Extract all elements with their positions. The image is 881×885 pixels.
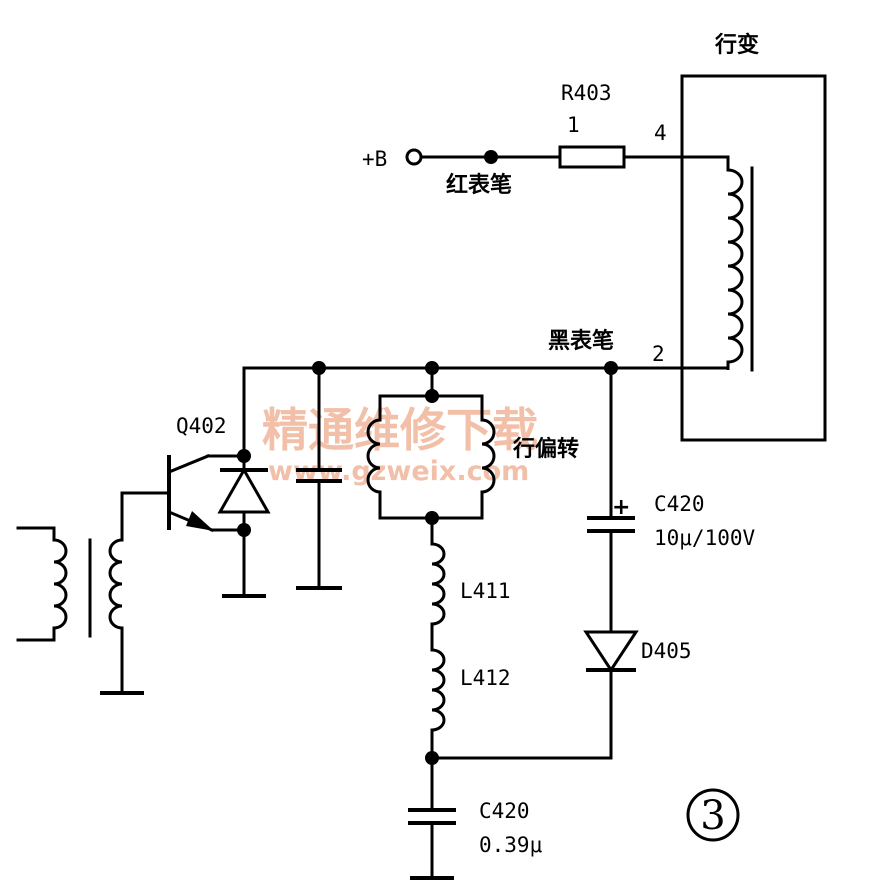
l412-label: L412 (460, 666, 511, 690)
b-plus-terminal (405, 148, 423, 166)
yoke-left-coil (366, 418, 381, 494)
horizontal-yoke: 行偏转 (366, 366, 579, 525)
yoke-label: 行偏转 (512, 436, 579, 462)
damper-diode (217, 466, 271, 514)
driver-primary-coil (52, 528, 68, 630)
c420-top-ref: C420 (654, 492, 705, 516)
b-plus-input: +B 红表笔 R403 1 4 (362, 81, 730, 198)
black-probe-label: 黑表笔 (548, 328, 614, 354)
capacitor-c420-bottom: C420 0.39μ (408, 799, 543, 880)
c420-plus-sign: + (612, 495, 630, 520)
flyback-transformer: 行变 (680, 32, 827, 442)
diode-d405: D405 (430, 630, 692, 760)
emitter-arrow (186, 511, 214, 531)
c420-top-value: 10μ/100V (654, 526, 756, 550)
b-plus-label: +B (362, 147, 387, 171)
yoke-right-coil (481, 418, 496, 494)
coil-l411 (431, 542, 446, 626)
main-bus: 2 黑表笔 (242, 328, 730, 375)
transformer-box (680, 74, 827, 442)
transistor-q402: Q402 (120, 366, 271, 598)
transformer-primary-coil (726, 162, 744, 370)
capacitor-c420-top: + C420 10μ/100V (587, 366, 756, 634)
q402-label: Q402 (176, 414, 227, 438)
c420-bottom-ref: C420 (479, 799, 530, 823)
figure-number: 3 (686, 788, 740, 842)
pin4-label: 4 (654, 121, 667, 145)
linearity-coils: L411 L412 (425, 516, 511, 812)
red-probe-node (484, 150, 498, 164)
pin2-label: 2 (652, 342, 665, 366)
svg-text:3: 3 (700, 793, 725, 839)
driver-transformer (16, 491, 144, 695)
retrace-capacitor (296, 366, 342, 590)
coil-l412 (431, 648, 446, 732)
d405-label: D405 (641, 639, 692, 663)
resistor-r403 (558, 145, 626, 169)
red-probe-label: 红表笔 (446, 172, 512, 198)
c420-bottom-value: 0.39μ (479, 833, 543, 857)
watermark-cn: 精通维修下载 (262, 403, 538, 457)
transformer-label: 行变 (714, 32, 759, 58)
r403-label: R403 (561, 81, 612, 105)
pin1-label: 1 (567, 113, 580, 137)
driver-secondary-coil (108, 538, 123, 630)
l411-label: L411 (460, 579, 511, 603)
